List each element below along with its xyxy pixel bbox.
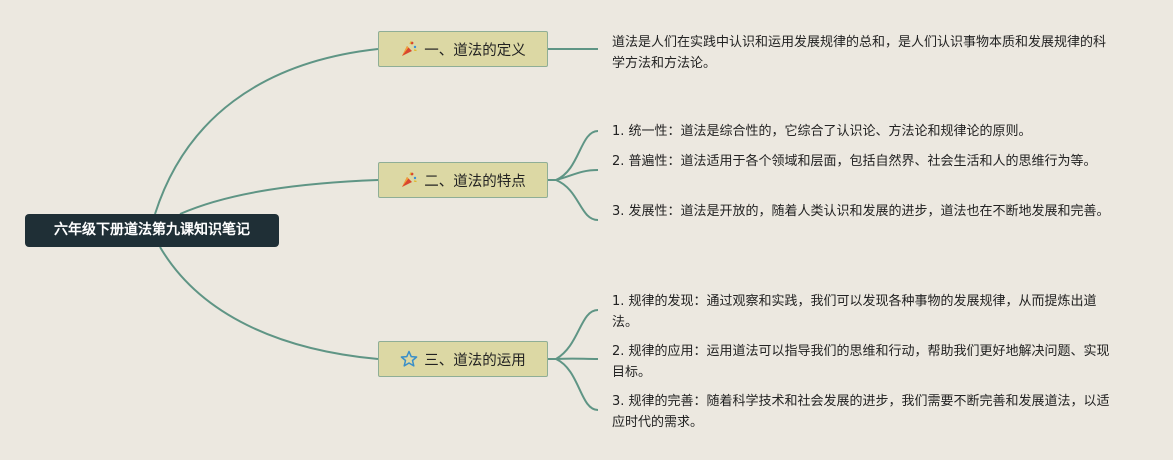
connector-branch-3-detail-3 — [548, 358, 599, 411]
detail-application-improvement: 3. 规律的完善：随着科学技术和社会发展的进步，我们需要不断完善和发展道法，以适… — [612, 394, 1110, 430]
detail-feature-universality: 2. 普遍性：道法适用于各个领域和层面，包括自然界、社会生活和人的思维行为等。 — [612, 154, 1097, 169]
branch-label: 二、道法的特点 — [424, 173, 526, 190]
branch-topic-features[interactable]: 二、道法的特点 — [378, 162, 548, 198]
connector-branch-2-detail-3 — [548, 179, 599, 221]
connector-branch-2-detail-2 — [548, 169, 599, 181]
root-topic[interactable]: 六年级下册道法第九课知识笔记 — [25, 214, 279, 247]
connector-branch-3-detail-1 — [548, 309, 599, 360]
connector-root-branch-3 — [159, 246, 379, 360]
detail-application-discovery: 1. 规律的发现：通过观察和实践，我们可以发现各种事物的发展规律，从而提炼出道法… — [612, 294, 1097, 330]
detail-feature-unity: 1. 统一性：道法是综合性的，它综合了认识论、方法论和规律论的原则。 — [612, 124, 1032, 139]
connector-root-branch-1 — [154, 48, 379, 215]
party-popper-icon — [400, 40, 418, 58]
branch-topic-definition[interactable]: 一、道法的定义 — [378, 31, 548, 67]
connector-root-branch-2 — [179, 179, 379, 215]
branch-label: 三、道法的运用 — [424, 352, 526, 369]
connector-branch-2-detail-1 — [548, 130, 599, 181]
party-popper-icon — [400, 171, 418, 189]
branch-label: 一、道法的定义 — [424, 42, 526, 59]
detail-feature-development: 3. 发展性：道法是开放的，随着人类认识和发展的进步，道法也在不断地发展和完善。 — [612, 204, 1110, 219]
detail-definition: 道法是人们在实践中认识和运用发展规律的总和，是人们认识事物本质和发展规律的科学方… — [612, 35, 1107, 71]
branch-topic-application[interactable]: 三、道法的运用 — [378, 341, 548, 377]
star-outline-icon — [400, 350, 418, 368]
detail-application-use: 2. 规律的应用：运用道法可以指导我们的思维和行动，帮助我们更好地解决问题、实现… — [612, 344, 1110, 380]
